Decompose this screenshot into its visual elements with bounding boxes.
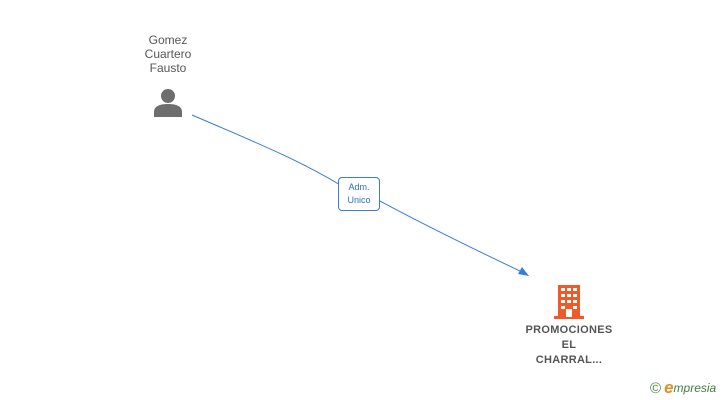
company-name[interactable]: PROMOCIONES EL CHARRAL... bbox=[504, 323, 634, 368]
relation-edge bbox=[191, 114, 346, 189]
company-name-line-2: EL bbox=[561, 339, 577, 351]
person-name-line-1: Gomez bbox=[148, 33, 188, 47]
person-name-line-3: Fausto bbox=[149, 61, 187, 75]
brand-initial: e bbox=[664, 378, 674, 397]
copyright-symbol: © bbox=[650, 379, 662, 397]
relation-label-line-1: Adm. bbox=[348, 182, 370, 192]
company-name-line-1: PROMOCIONES bbox=[525, 324, 613, 336]
brand-logo: ©empresia bbox=[650, 378, 716, 398]
relation-label[interactable]: Adm. Unico bbox=[338, 177, 380, 211]
arrow-head-icon bbox=[518, 267, 529, 276]
brand-name: mpresia bbox=[673, 381, 717, 395]
person-name-line-2: Cuartero bbox=[144, 47, 192, 61]
relation-edge-continued bbox=[379, 200, 523, 273]
company-name-line-3: CHARRAL... bbox=[535, 354, 603, 366]
person-name[interactable]: Gomez Cuartero Fausto bbox=[118, 33, 218, 75]
relation-label-line-2: Unico bbox=[347, 195, 371, 205]
person-icon[interactable] bbox=[153, 88, 183, 117]
building-icon[interactable] bbox=[554, 285, 584, 319]
